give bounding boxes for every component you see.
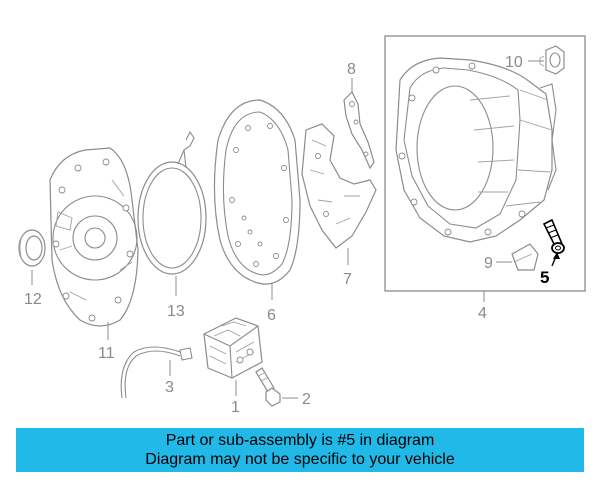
small-bracket-part bbox=[343, 90, 375, 170]
transmission-housing-part bbox=[395, 57, 557, 243]
banner-line-1: Part or sub-assembly is #5 in diagram bbox=[165, 432, 435, 449]
gasket-plate-part bbox=[213, 99, 301, 285]
callout-9: 9 bbox=[484, 255, 493, 272]
callout-8: 8 bbox=[347, 61, 356, 78]
callout-3: 3 bbox=[165, 379, 174, 396]
cover-plate-part bbox=[49, 147, 139, 327]
banner-line-2: Diagram may not be specific to your vehi… bbox=[145, 451, 455, 468]
callout-10: 10 bbox=[505, 54, 523, 71]
callout-13: 13 bbox=[167, 303, 185, 320]
callout-11: 11 bbox=[98, 345, 115, 362]
connector-part bbox=[539, 45, 565, 75]
tab-part bbox=[511, 243, 539, 271]
info-banner: Part or sub-assembly is #5 in diagram Di… bbox=[16, 428, 584, 472]
housing-group-box bbox=[384, 35, 586, 292]
shield-bracket-part bbox=[301, 123, 377, 249]
callout-5: 5 bbox=[540, 268, 549, 287]
bolt-part bbox=[255, 367, 281, 407]
callout-7: 7 bbox=[343, 271, 352, 288]
callout-4: 4 bbox=[478, 305, 487, 322]
exploded-parts-diagram: 12 11 13 6 7 8 10 9 5 4 3 1 2 bbox=[18, 35, 586, 416]
callout-12: 12 bbox=[24, 291, 42, 308]
callout-1: 1 bbox=[231, 399, 240, 416]
callout-6: 6 bbox=[267, 307, 276, 324]
callout-2: 2 bbox=[302, 391, 311, 408]
actuator-module-part bbox=[203, 317, 263, 379]
bolt-highlighted-part bbox=[542, 218, 565, 254]
gasket-ring-part bbox=[137, 130, 207, 275]
seal-ring-part bbox=[18, 229, 46, 267]
cable-part bbox=[120, 346, 193, 399]
